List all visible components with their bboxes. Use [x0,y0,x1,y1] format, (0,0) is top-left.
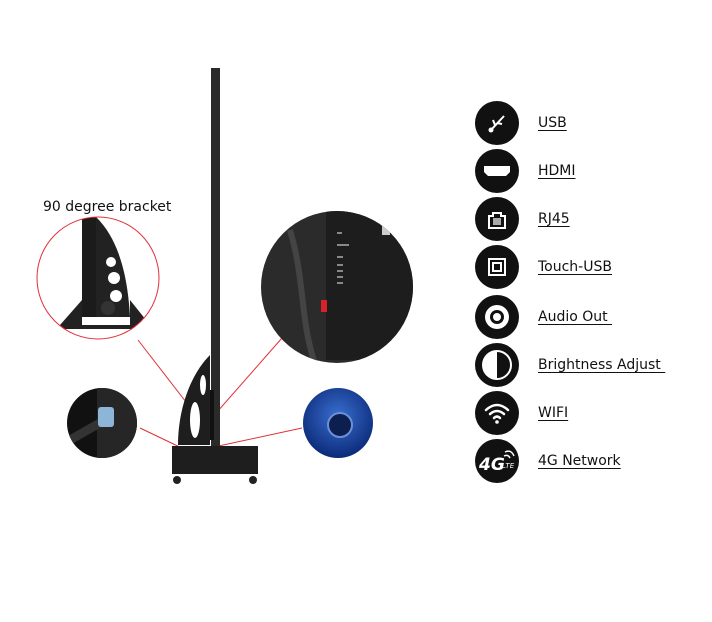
power-connector-callout [67,388,137,458]
feature-label: 4G Network [538,453,621,469]
bracket-detail-callout [36,216,160,340]
feature-label: Brightness Adjust [538,357,666,373]
hdmi-icon [475,149,519,193]
svg-text:4G: 4G [478,455,505,475]
feature-label: Touch-USB [538,259,612,275]
touch-usb-icon [475,245,519,289]
feature-label: Audio Out [538,309,613,325]
feature-audio-out: Audio Out [475,294,712,340]
feature-label: WIFI [538,405,569,421]
network-connector-callout [303,388,373,458]
usb-icon [475,101,519,145]
feature-brightness: Brightness Adjust [475,342,712,388]
ports-detail-callout [261,211,413,363]
kiosk-stand [172,68,258,484]
svg-text:LTE: LTE [502,462,515,470]
feature-usb: USB [475,100,712,146]
feature-wifi: WIFI [475,390,712,436]
bracket-caption: 90 degree bracket [43,199,172,215]
wifi-icon [475,391,519,435]
feature-touch-usb: Touch-USB [475,244,712,290]
feature-label: USB [538,115,567,131]
feature-rj45: RJ45 [475,196,712,242]
feature-label: RJ45 [538,211,570,227]
audio-out-icon [475,295,519,339]
feature-label: HDMI [538,163,576,179]
rj45-icon [475,197,519,241]
feature-hdmi: HDMI [475,148,712,194]
brightness-icon [475,343,519,387]
